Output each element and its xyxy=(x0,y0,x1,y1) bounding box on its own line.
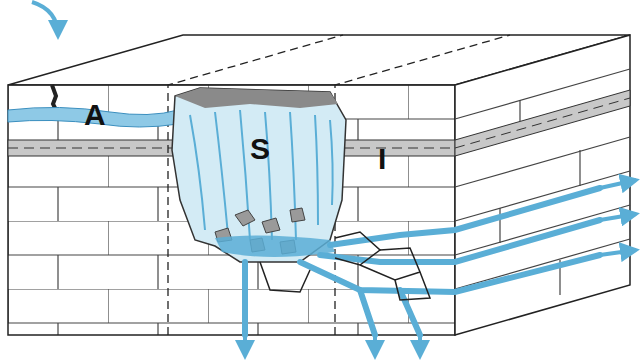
inflow-arrow xyxy=(32,2,58,36)
area-label: S xyxy=(250,134,270,164)
bedding-band xyxy=(455,90,630,156)
vertical-shaft xyxy=(172,88,346,262)
area-label: I xyxy=(378,144,386,174)
area-label: A xyxy=(84,100,106,130)
fracture-flow xyxy=(245,188,600,335)
side-face xyxy=(455,35,630,335)
outflow-arrow xyxy=(245,180,636,356)
waterfall xyxy=(190,110,333,240)
front-face xyxy=(8,85,455,335)
shaft-roof xyxy=(175,88,338,108)
fracture-outline xyxy=(260,232,430,300)
plunge-pool xyxy=(215,235,335,257)
side-bedding xyxy=(455,69,630,295)
bedding-plane xyxy=(455,98,630,148)
